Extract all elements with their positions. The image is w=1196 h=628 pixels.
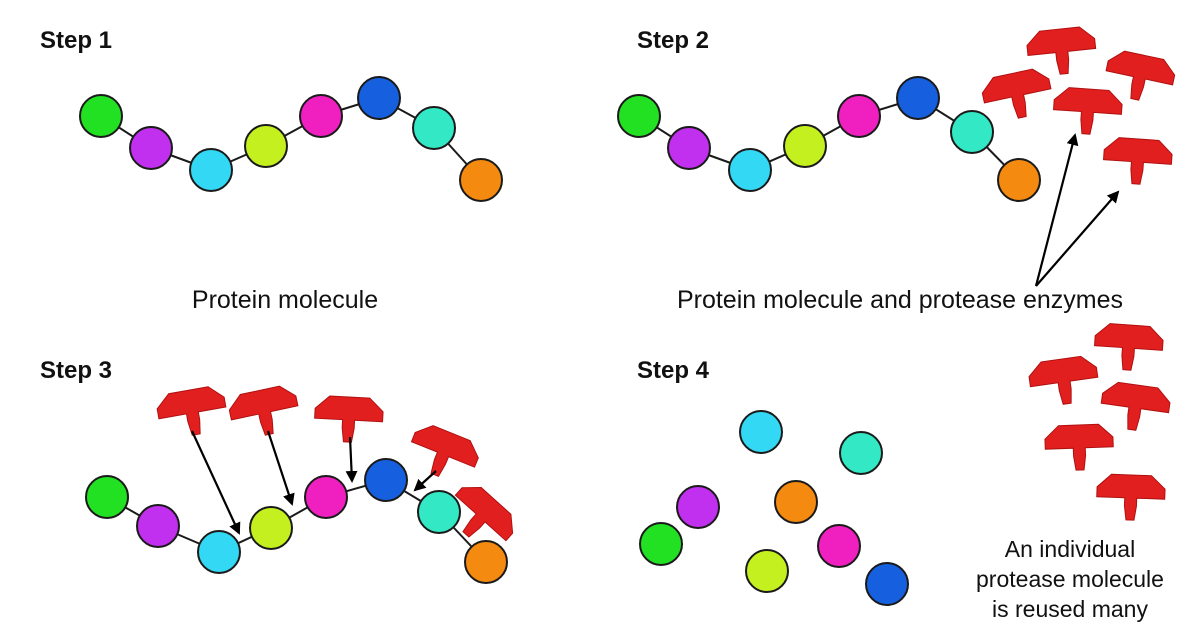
amino-acid-bead (676, 485, 720, 529)
amino-acid-bead (745, 549, 789, 593)
amino-acid-bead (839, 431, 883, 475)
amino-acid-bead (837, 94, 881, 138)
amino-acid-bead (299, 94, 343, 138)
amino-acid-bead (783, 124, 827, 168)
protease-enzyme-icon (1095, 473, 1167, 522)
amino-acid-bead (129, 126, 173, 170)
amino-acid-bead (774, 480, 818, 524)
cleavage-arrow (345, 436, 358, 483)
step-4-free-amino-acids (639, 410, 909, 606)
step-1-protein-chain (79, 76, 503, 202)
step-1-label: Step 1 (40, 27, 112, 54)
step-3-cleavage-arrows (191, 430, 437, 535)
reuse-note-line-2: protease molecule (976, 566, 1164, 592)
protease-enzyme-icon (1025, 25, 1099, 78)
amino-acid-bead (357, 76, 401, 120)
protease-enzyme-icon (1101, 136, 1174, 187)
cleavage-arrow (266, 430, 295, 506)
amino-acid-bead (728, 148, 772, 192)
step-1-caption: Protein molecule (192, 286, 378, 314)
protease-enzyme-icon (1097, 379, 1173, 435)
step-2-protein-chain (617, 76, 1041, 202)
amino-acid-bead (817, 524, 861, 568)
amino-acid-bead (417, 490, 461, 534)
amino-acid-bead (136, 504, 180, 548)
protease-enzyme-icon (1043, 423, 1115, 472)
cleavage-arrow (413, 470, 437, 492)
amino-acid-bead (459, 158, 503, 202)
step-3-protein-chain (85, 458, 508, 584)
enzyme-pointer-arrow (1034, 133, 1079, 287)
amino-acid-bead (79, 94, 123, 138)
step-3-label: Step 3 (40, 357, 112, 384)
step-4-protease-enzymes (1026, 322, 1173, 522)
protease-enzyme-icon (979, 65, 1056, 125)
amino-acid-bead (950, 110, 994, 154)
amino-acid-bead (85, 475, 129, 519)
protease-enzyme-icon (312, 394, 385, 445)
amino-acid-bead (244, 124, 288, 168)
step-2-caption: Protein molecule and protease enzymes (677, 286, 1123, 314)
amino-acid-bead (464, 540, 508, 584)
amino-acid-bead (197, 530, 241, 574)
amino-acid-bead (865, 562, 909, 606)
protease-enzyme-icon (226, 382, 303, 442)
reuse-note-line-3: is reused many (992, 596, 1148, 622)
amino-acid-bead (667, 126, 711, 170)
protease-enzyme-icon (1051, 86, 1124, 137)
amino-acid-bead (189, 148, 233, 192)
step-4-label: Step 4 (637, 357, 710, 384)
amino-acid-bead (364, 458, 408, 502)
protease-enzyme-icon (402, 419, 484, 489)
enzyme-pointer-arrow (1035, 190, 1120, 287)
amino-acid-bead (639, 522, 683, 566)
amino-acid-bead (739, 410, 783, 454)
reuse-note-line-1: An individual (1005, 536, 1135, 562)
cleavage-arrow (191, 430, 241, 535)
amino-acid-bead (304, 475, 348, 519)
amino-acid-bead (617, 94, 661, 138)
step-2-label: Step 2 (637, 27, 709, 54)
amino-acid-bead (997, 158, 1041, 202)
amino-acid-bead (249, 506, 293, 550)
amino-acid-bead (412, 106, 456, 150)
protease-enzyme-icon (1092, 322, 1165, 373)
protease-enzyme-icon (1026, 353, 1102, 409)
amino-acid-bead (896, 76, 940, 120)
